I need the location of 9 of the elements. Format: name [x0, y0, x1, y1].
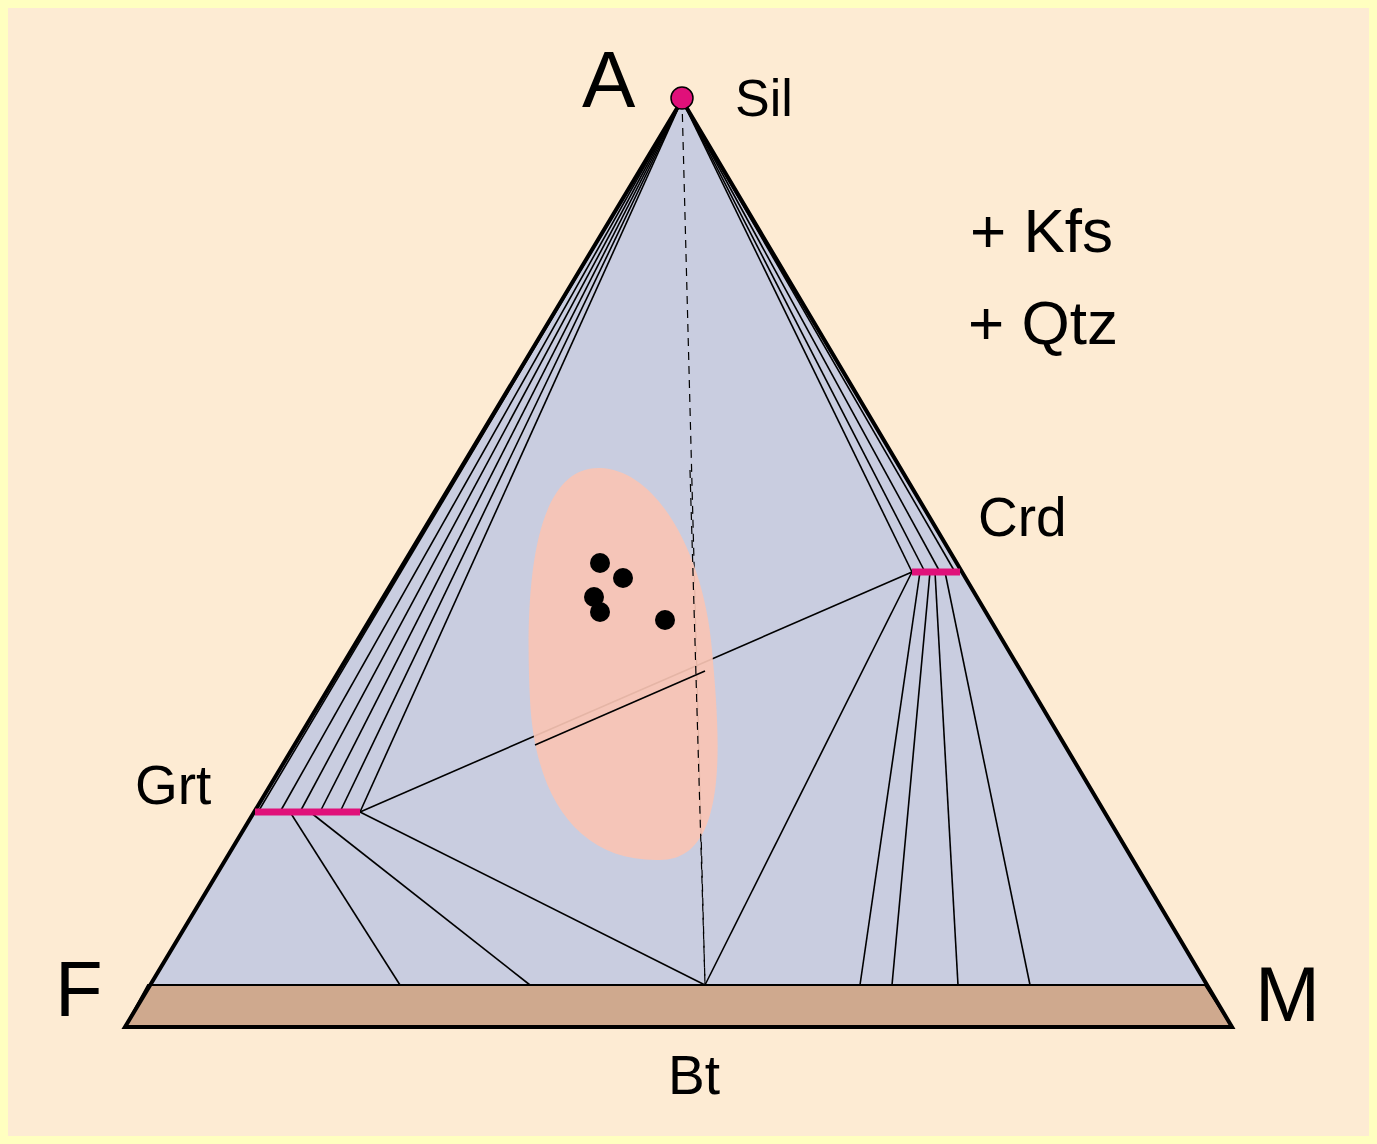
apex-label: F [55, 950, 103, 1028]
mineral-label: Grt [135, 758, 212, 813]
apex-label: M [1255, 955, 1320, 1033]
phase-label: + Kfs [970, 200, 1113, 262]
mineral-label: Bt [668, 1048, 720, 1103]
mineral-label: Crd [978, 490, 1067, 545]
phase-label: + Qtz [968, 292, 1118, 354]
apex-label: A [582, 40, 636, 120]
mineral-label: Sil [735, 72, 793, 124]
